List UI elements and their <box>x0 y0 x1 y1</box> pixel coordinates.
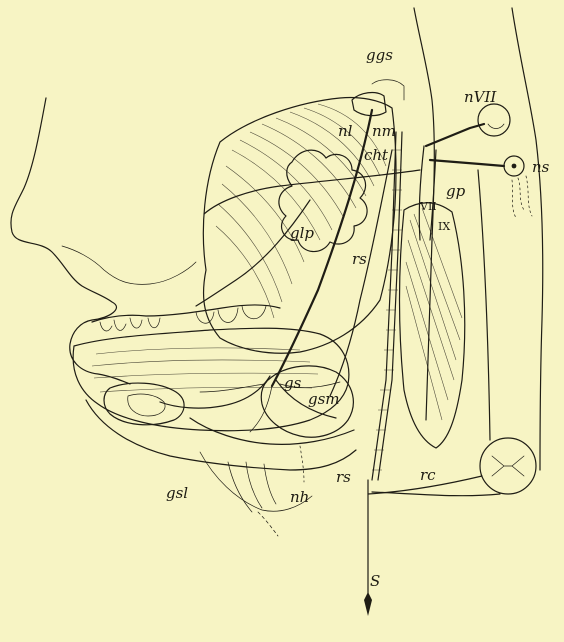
nucleus-vii-inner <box>488 124 504 129</box>
masseter-hatching <box>216 104 386 318</box>
label-rs-lower: rs <box>336 468 351 486</box>
nostril-line <box>62 246 196 284</box>
label-nvii: nVII <box>464 88 497 106</box>
label-gsm: gsm <box>308 390 340 408</box>
superior-ganglion <box>352 93 386 116</box>
label-gsl: gsl <box>166 484 188 502</box>
tongue-body <box>73 328 349 430</box>
ns-dot <box>512 164 517 169</box>
hyoid-dashed <box>258 512 278 536</box>
nucleus-vii-circle <box>478 104 510 136</box>
hyoid-muscle <box>228 462 276 512</box>
label-nh: nh <box>290 488 309 506</box>
label-rc: rc <box>420 466 436 484</box>
spinal-cord-grey <box>492 456 524 476</box>
label-ns: ns <box>532 158 550 176</box>
label-s: S <box>370 572 380 590</box>
label-vii: VII <box>419 200 437 213</box>
pharynx-hatching <box>406 208 462 420</box>
label-glp: glp <box>290 224 314 242</box>
label-nl: nl <box>338 122 353 140</box>
neck-outline-back <box>512 8 543 470</box>
gland-sublingual-inner <box>128 394 165 416</box>
label-ggs: ggs <box>366 46 393 64</box>
label-gs: gs <box>284 374 302 392</box>
label-rs-upper: rs <box>352 250 367 268</box>
label-gp: gp <box>446 182 466 200</box>
superior-ganglion-top <box>372 80 404 100</box>
face-profile <box>11 98 130 384</box>
label-nm: nm <box>372 122 396 140</box>
upper-teeth <box>92 305 280 331</box>
ns-dotted-fibers <box>512 176 532 218</box>
mandible-lower <box>86 400 356 470</box>
sympathetic-ganglion <box>364 592 372 616</box>
label-ix: IX <box>438 220 450 233</box>
label-cht: cht <box>364 146 389 164</box>
